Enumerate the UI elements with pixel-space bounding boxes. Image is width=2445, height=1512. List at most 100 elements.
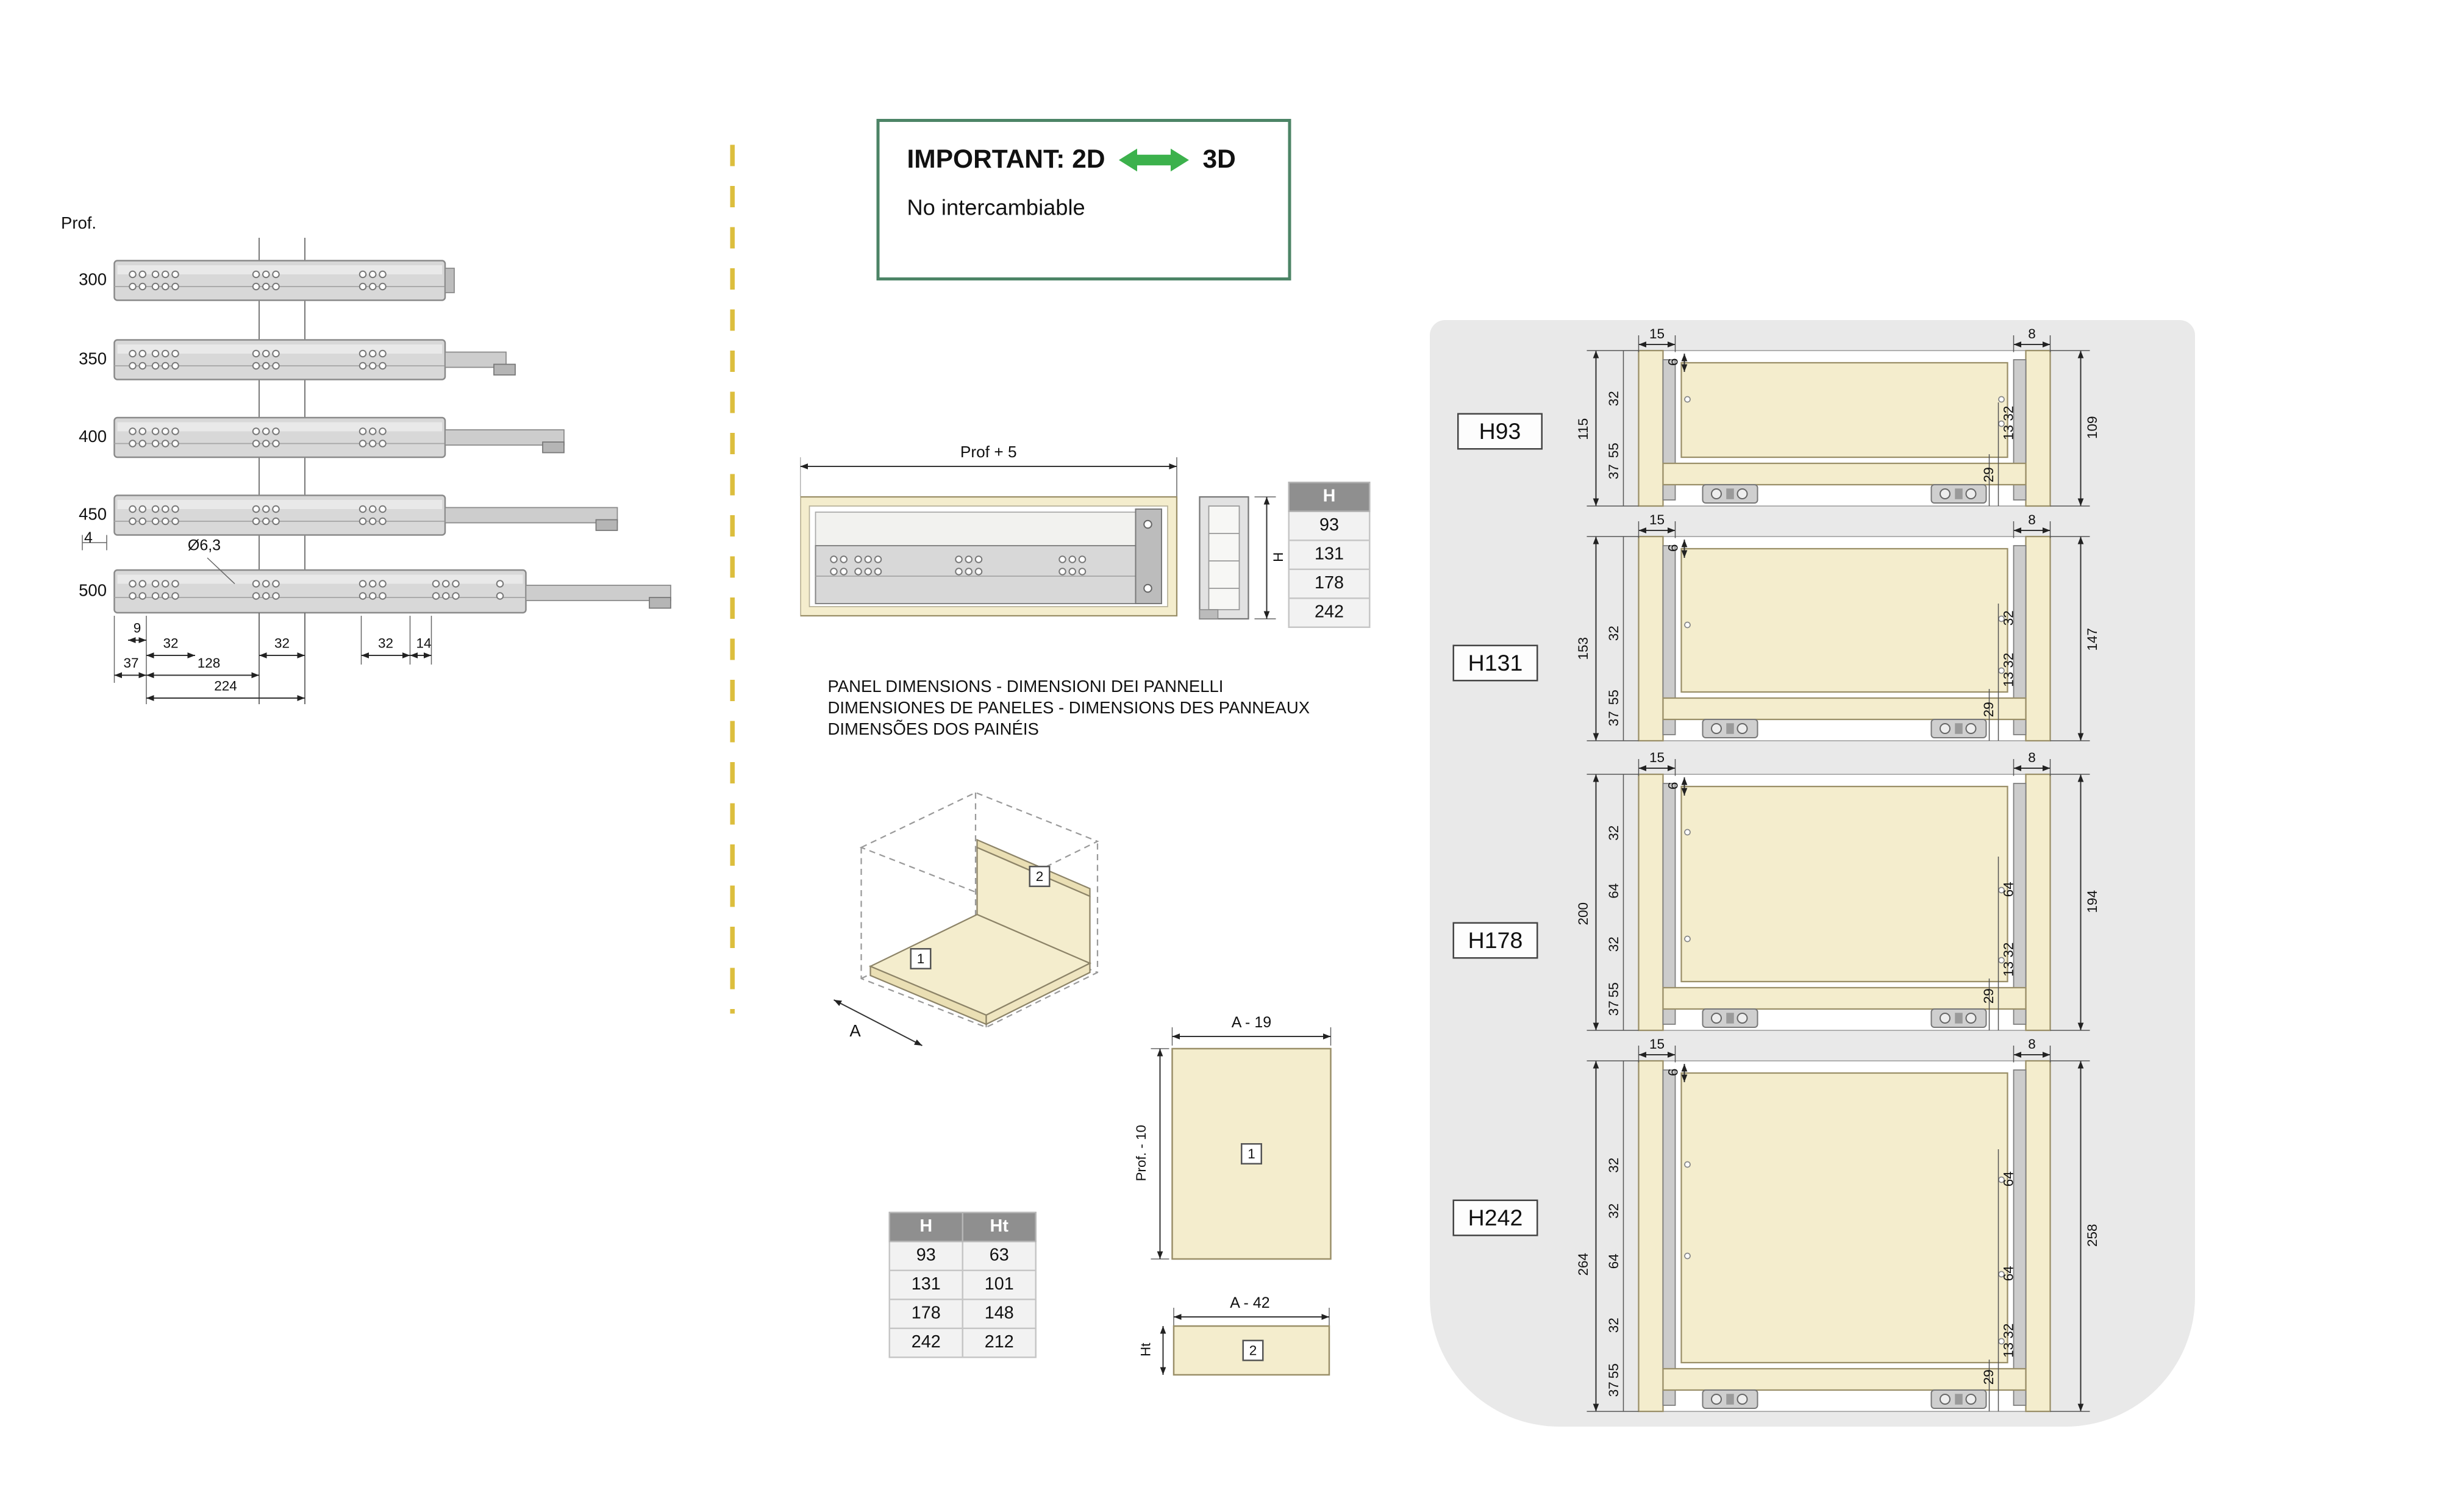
dim-left-stack: 37 (1605, 711, 1621, 727)
h-ht-cell: 101 (962, 1269, 1037, 1300)
dim-left-stack: 32 (1605, 626, 1621, 641)
dim-32-left: 32 (163, 635, 179, 651)
dim-32-mid: 32 (274, 635, 290, 651)
dim-notch: 6 (1665, 544, 1681, 552)
h-ht-header-h: H (888, 1211, 963, 1243)
dim-right-total: 258 (2084, 1224, 2100, 1247)
length-label-450: 450 (79, 506, 107, 524)
dim-left-total: 200 (1575, 902, 1591, 925)
dim-right-stack: 13 32 (2001, 405, 2016, 440)
section-label-h178: H178 (1452, 922, 1538, 959)
panel2-tag: 2 (1029, 866, 1051, 887)
dim-right-stack: 13 32 (2001, 1323, 2016, 1358)
dim-left-total: 264 (1575, 1252, 1591, 1276)
section-label-h242: H242 (1452, 1199, 1538, 1236)
length-label-400: 400 (79, 428, 107, 447)
dim-right-stack: 13 32 (2001, 652, 2016, 687)
dim-224: 224 (214, 678, 237, 694)
panel-dimensions-heading: PANEL DIMENSIONS - DIMENSIONI DEI PANNEL… (828, 677, 1310, 741)
dim-top-left: 15 (1649, 1036, 1665, 1052)
h-table: H 93 131 178 242 (1288, 482, 1371, 628)
h-ht-cell: 148 (962, 1299, 1037, 1329)
panel-dimensions-line1: PANEL DIMENSIONS - DIMENSIONI DEI PANNEL… (827, 678, 1224, 697)
dim-notch: 6 (1665, 1068, 1681, 1077)
prof-plus-5-dim: Prof + 5 (960, 443, 1017, 462)
h-table-cell: 93 (1288, 510, 1371, 541)
dim-top-left: 15 (1649, 326, 1665, 341)
dim-left-stack: 32 (1605, 1203, 1621, 1219)
h-ht-cell: 93 (888, 1241, 963, 1271)
dim-37: 37 (123, 655, 139, 671)
panel2-width-dim: A - 42 (1230, 1296, 1270, 1313)
dim-right-total: 109 (2084, 416, 2100, 440)
dim-bottom: 29 (1980, 1369, 1996, 1385)
dim-top-left: 15 (1649, 750, 1665, 765)
dim-bottom: 29 (1980, 467, 1996, 483)
h-ht-cell: 178 (888, 1299, 963, 1329)
cross-section-h131-drawing (1587, 521, 2090, 742)
panel2-drawing (1160, 1308, 1330, 1376)
dim-left-stack: 64 (1605, 883, 1621, 899)
dim-right-total: 194 (2084, 890, 2100, 913)
h-table-cell: 242 (1288, 597, 1371, 628)
section-label-h93: H93 (1457, 413, 1543, 450)
dim-left-stack: 64 (1605, 1253, 1621, 1269)
dim-a-label: A (849, 1022, 861, 1041)
panel-dimensions-line3: DIMENSÕES DOS PAINÉIS (827, 721, 1039, 740)
dim-left-stack: 32 (1605, 1157, 1621, 1173)
side-view-drawing (800, 457, 1276, 620)
dim-128: 128 (197, 655, 221, 671)
dim-top-right: 8 (2028, 512, 2036, 527)
dim-left-stack: 37 (1605, 1000, 1621, 1016)
h-height-dim: H (1270, 552, 1286, 562)
isometric-figure: 1 2 A (816, 756, 1136, 1079)
important-title-right: 3D (1202, 144, 1236, 174)
important-note-text: No intercambiable (907, 196, 1085, 221)
h-ht-cell: 63 (962, 1241, 1037, 1271)
cross-section-h93-drawing (1587, 335, 2090, 507)
panel2-tag-flat: 2 (1242, 1339, 1264, 1361)
dim-9: 9 (133, 620, 141, 636)
h-ht-cell: 212 (962, 1327, 1037, 1358)
panel2-height-dim: Ht (1138, 1343, 1154, 1357)
dim-notch: 6 (1665, 782, 1681, 790)
dim-left-total: 153 (1575, 637, 1591, 660)
dim-left-stack: 32 (1605, 936, 1621, 952)
cross-section-h178: 15 8 6 200 32 64 32 55 37 64 13 32 29 19… (1563, 750, 2127, 1036)
slide-lengths-drawing (82, 238, 671, 704)
length-label-350: 350 (79, 351, 107, 369)
dim-4: 4 (84, 530, 93, 547)
h-ht-header-ht: Ht (962, 1211, 1037, 1243)
dim-right-stack: 64 (2001, 882, 2016, 897)
dim-left-stack: 37 (1605, 1382, 1621, 1397)
dim-right-total: 147 (2084, 627, 2100, 651)
dim-left-stack: 32 (1605, 391, 1621, 407)
slide-lengths-figure (61, 213, 740, 724)
dim-14: 14 (416, 635, 432, 651)
h-ht-cell: 242 (888, 1327, 963, 1358)
dim-top-left: 15 (1649, 512, 1665, 527)
prof-axis-label: Prof. (61, 215, 97, 234)
dim-left-total: 115 (1575, 418, 1591, 440)
panel1-height-dim: Prof. - 10 (1133, 1125, 1149, 1182)
dim-right-stack: 13 32 (2001, 942, 2016, 977)
dim-top-right: 8 (2028, 326, 2036, 341)
dim-left-stack: 32 (1605, 1318, 1621, 1333)
length-label-300: 300 (79, 271, 107, 290)
dim-notch: 6 (1665, 358, 1681, 366)
length-label-500: 500 (79, 582, 107, 601)
h-table-cell: 178 (1288, 568, 1371, 599)
h-table-header: H (1288, 482, 1371, 512)
important-title-row: IMPORTANT: 2D 3D (907, 145, 1261, 176)
panel2-figure: A - 42 Ht 2 (1138, 1296, 1344, 1384)
cross-section-h242-drawing (1587, 1046, 2090, 1413)
panel1-figure: A - 19 Prof. - 10 1 (1133, 1015, 1352, 1271)
double-arrow-icon (1119, 148, 1190, 172)
dim-left-stack: 32 (1605, 825, 1621, 841)
dim-bottom: 29 (1980, 988, 1996, 1004)
h-table-cell: 131 (1288, 540, 1371, 570)
panel1-tag-flat: 1 (1241, 1143, 1262, 1164)
dim-top-right: 8 (2028, 1036, 2036, 1052)
